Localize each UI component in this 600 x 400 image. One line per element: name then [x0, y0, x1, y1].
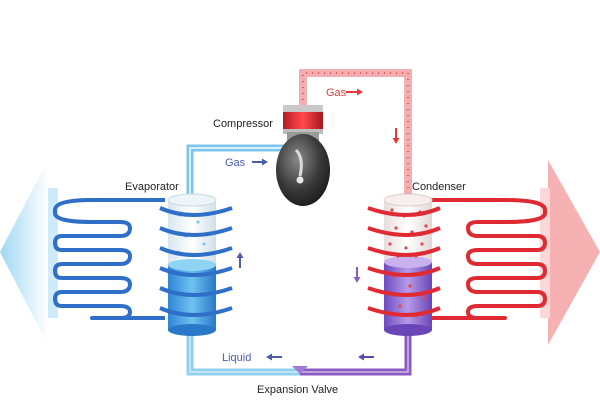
expansion-valve-label: Expansion Valve — [257, 384, 338, 396]
evaporator-label: Evaporator — [125, 181, 179, 193]
flow-arrow-icon — [266, 353, 282, 361]
gas-label-top: Gas — [326, 87, 347, 99]
flow-arrow-icon — [358, 353, 374, 361]
evaporator — [159, 193, 233, 336]
hot-gas-pipe — [299, 69, 412, 195]
condenser-serpentine — [430, 198, 547, 320]
flow-arrow-icon — [353, 267, 361, 283]
hot-air-arrow — [548, 160, 600, 345]
liquid-label: Liquid — [222, 352, 251, 364]
condenser-label: Condenser — [412, 181, 466, 193]
compressor-label: Compressor — [213, 118, 273, 130]
flow-arrow-icon — [236, 252, 244, 268]
cold-air-arrow — [0, 160, 48, 345]
compressor-icon — [276, 105, 330, 206]
flow-arrow-icon — [252, 158, 268, 166]
hot-air-band — [540, 188, 550, 318]
evaporator-serpentine — [53, 198, 165, 320]
flow-arrow-icon — [392, 128, 400, 144]
gas-label-left: Gas — [225, 157, 246, 169]
condenser — [367, 193, 441, 336]
cold-air-band — [48, 188, 58, 318]
flow-arrow-icon — [346, 88, 363, 96]
expansion-valve-icon — [292, 366, 308, 374]
cold-gas-pipe — [186, 144, 285, 195]
